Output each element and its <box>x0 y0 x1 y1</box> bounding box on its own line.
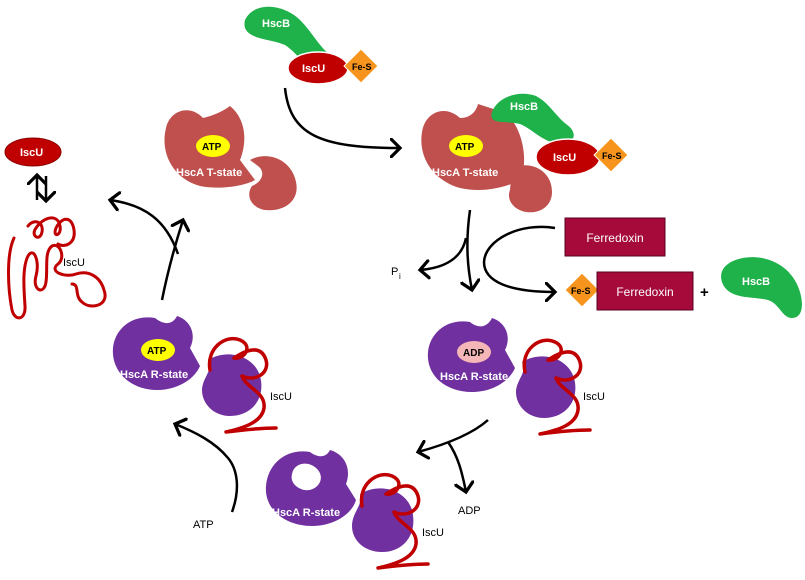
r-state-empty-label: HscA R-state <box>272 507 340 519</box>
t-state-left-label: HscA T-state <box>176 167 242 179</box>
iscu-release-arrow <box>110 200 180 255</box>
free-iscu-folded <box>4 137 62 167</box>
free-iscu-unfolded <box>7 216 107 320</box>
r-state-adp-nucleotide: ADP <box>463 348 484 359</box>
top-fes-label: Fe-S <box>352 62 372 72</box>
t-state-right-iscu-label: IscU <box>553 152 576 164</box>
adp-label: ADP <box>458 505 481 517</box>
r-state-empty-iscu-label: IscU <box>422 527 444 539</box>
t-state-left-nucleotide: ATP <box>202 142 222 153</box>
r-state-atp-unfolded-iscu <box>207 336 278 434</box>
down-arrow-to-adp <box>467 209 472 290</box>
t-state-right-hscb-shape <box>491 93 574 144</box>
ferredoxin-arc-arrow <box>482 225 555 292</box>
pi-subscript: i <box>399 272 401 281</box>
r-state-adp-nucleotide-badge <box>457 341 491 363</box>
ferredoxin-input-label: Ferredoxin <box>586 231 643 245</box>
top-hscb-label: HscB <box>262 18 290 30</box>
free-iscu: IscU IscU <box>4 137 107 320</box>
t-state-left-protein: ATP HscA T-state <box>164 106 297 211</box>
product-fes-label: Fe-S <box>571 286 591 296</box>
t-state-right-label: HscA T-state <box>432 167 498 179</box>
top-entry-arrow <box>283 87 400 148</box>
adp-release-arrow <box>446 441 466 492</box>
arrow-to-t-state <box>160 220 183 301</box>
product-fes-ferredoxin: Fe-S Ferredoxin <box>564 271 694 311</box>
t-state-right-nucleotide: ATP <box>455 142 475 153</box>
r-state-atp-label: HscA R-state <box>120 369 188 381</box>
r-state-adp-unfolded-iscu <box>522 338 592 436</box>
plus-sign: + <box>700 284 709 301</box>
free-hscb: HscB <box>721 257 802 318</box>
atp-label: ATP <box>193 519 214 531</box>
t-state-right-hscb-label: HscB <box>510 101 538 113</box>
ferredoxin-input: Ferredoxin <box>564 217 666 257</box>
t-state-right-fes-diamond <box>593 137 629 173</box>
r-state-adp: ADP HscA R-state IscU <box>427 318 605 436</box>
t-state-right-fes-label: Fe-S <box>602 151 622 161</box>
r-state-adp-iscu-label: IscU <box>583 391 605 403</box>
r-state-empty: HscA R-state IscU <box>265 450 444 570</box>
top-fes-diamond <box>343 48 379 84</box>
r-state-atp-nucleotide-badge <box>141 339 175 361</box>
free-iscu-unfolded-label: IscU <box>63 257 85 269</box>
r-state-atp-nucleotide: ATP <box>147 346 167 357</box>
r-state-atp-iscu-label: IscU <box>270 391 292 403</box>
pi-release-arrow <box>420 237 468 270</box>
t-state-right-nucleotide-badge <box>449 135 483 157</box>
top-iscu-label: IscU <box>302 63 325 75</box>
atp-binding-arrow <box>175 424 239 513</box>
r-state-atp: ATP HscA R-state IscU <box>112 316 292 434</box>
r-state-adp-label: HscA R-state <box>440 371 508 383</box>
product-fes-diamond <box>564 272 600 308</box>
top-hscb-iscu-fes-complex: HscB IscU Fe-S <box>244 6 379 85</box>
arrow-to-empty-r-state <box>418 419 489 452</box>
t-state-left-nucleotide-badge <box>196 135 230 157</box>
free-iscu-folded-label: IscU <box>20 147 43 159</box>
r-state-empty-unfolded-iscu <box>359 472 430 570</box>
t-state-right-complex: ATP HscA T-state HscB IscU Fe-S <box>421 93 629 213</box>
pi-label: P <box>391 266 398 278</box>
product-ferredoxin-label: Ferredoxin <box>616 285 673 299</box>
free-hscb-label: HscB <box>742 276 770 288</box>
